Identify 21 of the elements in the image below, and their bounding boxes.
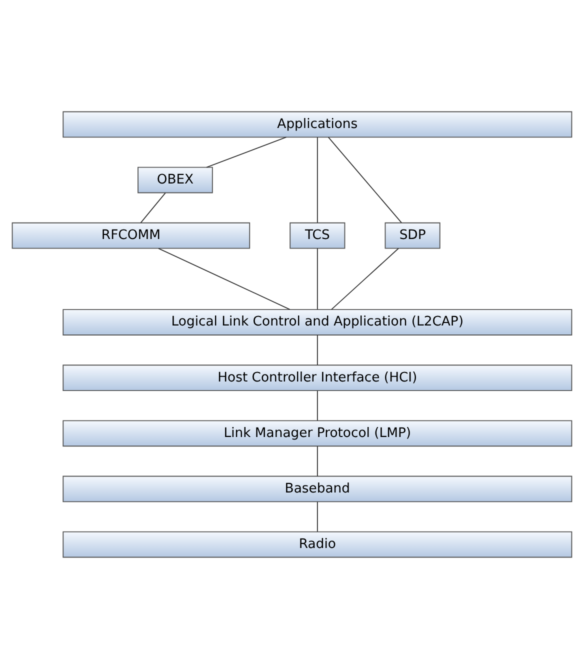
- connector: [328, 136, 402, 223]
- node-box: Applications: [62, 110, 572, 138]
- connector: [158, 247, 290, 310]
- node-box: Radio: [62, 530, 572, 558]
- connector: [316, 136, 318, 223]
- connector: [316, 500, 318, 532]
- connector: [316, 334, 318, 365]
- connector: [316, 247, 318, 310]
- connector: [140, 192, 166, 223]
- node-box: SDP: [384, 222, 440, 248]
- node-box: TCS: [290, 222, 346, 248]
- node-box: OBEX: [138, 166, 213, 193]
- connector: [316, 445, 318, 476]
- connector: [206, 136, 287, 168]
- node-box: RFCOMM: [12, 222, 250, 248]
- connector: [331, 247, 399, 310]
- node-box: Host Controller Interface (HCI): [62, 364, 572, 390]
- node-box: Baseband: [62, 475, 572, 502]
- connector: [316, 390, 318, 421]
- node-box: Logical Link Control and Application (L2CAP): [62, 308, 572, 335]
- node-box: Link Manager Protocol (LMP): [62, 420, 572, 446]
